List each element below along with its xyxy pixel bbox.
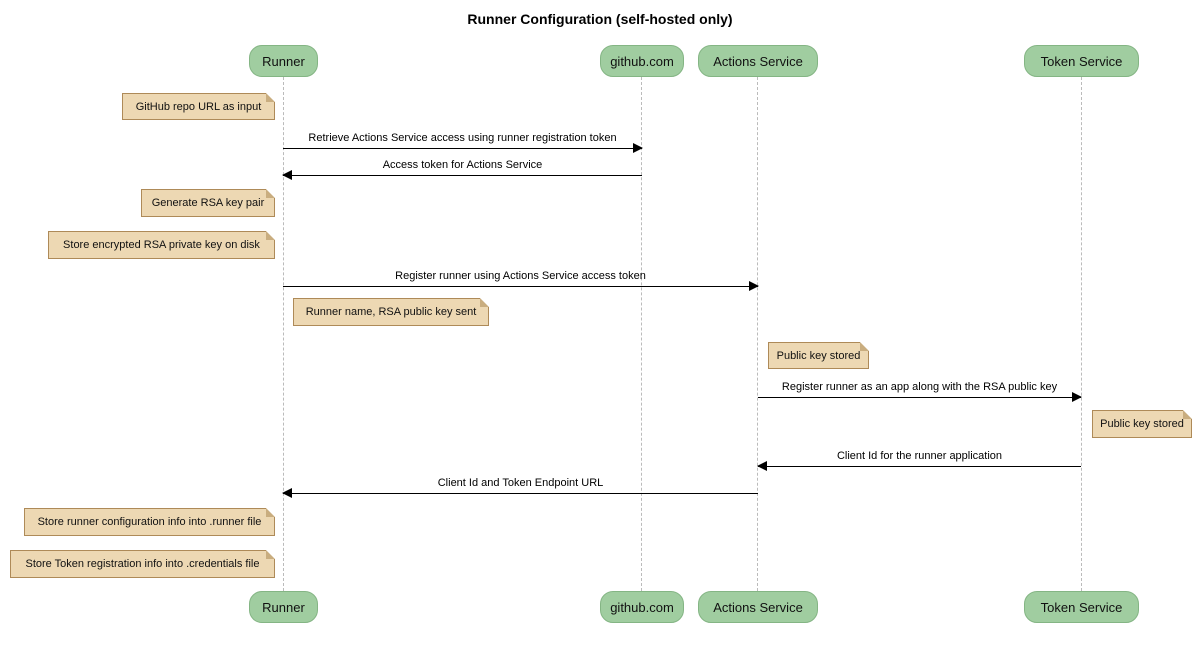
arrow-right-icon [749, 281, 759, 291]
message-register-runner: Register runner using Actions Service ac… [283, 268, 759, 291]
participant-actions-service-top: Actions Service [698, 45, 818, 77]
participant-github-top: github.com [600, 45, 684, 77]
note-generate-rsa-key-pair: Generate RSA key pair [141, 189, 275, 217]
note-store-credentials-file: Store Token registration info into .cred… [10, 550, 275, 578]
note-store-private-key: Store encrypted RSA private key on disk [48, 231, 275, 259]
participant-runner-top: Runner [249, 45, 318, 77]
participant-actions-service-bottom: Actions Service [698, 591, 818, 623]
lifeline-actions-service [757, 77, 758, 591]
arrow-right-icon [633, 143, 643, 153]
message-client-id-returned: Client Id for the runner application [757, 448, 1081, 471]
message-register-runner-app: Register runner as an app along with the… [758, 379, 1082, 402]
participant-runner-bottom: Runner [249, 591, 318, 623]
arrow-left-icon [282, 170, 292, 180]
message-label: Register runner using Actions Service ac… [395, 270, 646, 282]
message-label: Register runner as an app along with the… [781, 381, 1058, 393]
diagram-title: Runner Configuration (self-hosted only) [467, 11, 733, 27]
lifeline-runner [283, 77, 284, 591]
message-client-id-endpoint: Client Id and Token Endpoint URL [282, 475, 758, 498]
arrow-right-icon [1072, 392, 1082, 402]
message-access-token-returned: Access token for Actions Service [282, 157, 642, 180]
lifeline-token-service [1081, 77, 1082, 591]
message-label: Client Id for the runner application [836, 450, 1003, 462]
participant-token-service-bottom: Token Service [1024, 591, 1139, 623]
note-public-key-stored-actions: Public key stored [768, 342, 869, 369]
note-github-repo-url: GitHub repo URL as input [122, 93, 275, 120]
arrow-left-icon [757, 461, 767, 471]
arrow-left-icon [282, 488, 292, 498]
message-retrieve-actions-access: Retrieve Actions Service access using ru… [283, 130, 643, 153]
note-public-key-stored-token: Public key stored [1092, 410, 1192, 438]
participant-github-bottom: github.com [600, 591, 684, 623]
message-label: Client Id and Token Endpoint URL [437, 477, 604, 489]
participant-token-service-top: Token Service [1024, 45, 1139, 77]
message-label: Access token for Actions Service [382, 159, 543, 171]
lifeline-github [641, 77, 642, 591]
note-runner-name-public-key: Runner name, RSA public key sent [293, 298, 489, 326]
message-label: Retrieve Actions Service access using ru… [308, 132, 617, 144]
note-store-runner-file: Store runner configuration info into .ru… [24, 508, 275, 536]
